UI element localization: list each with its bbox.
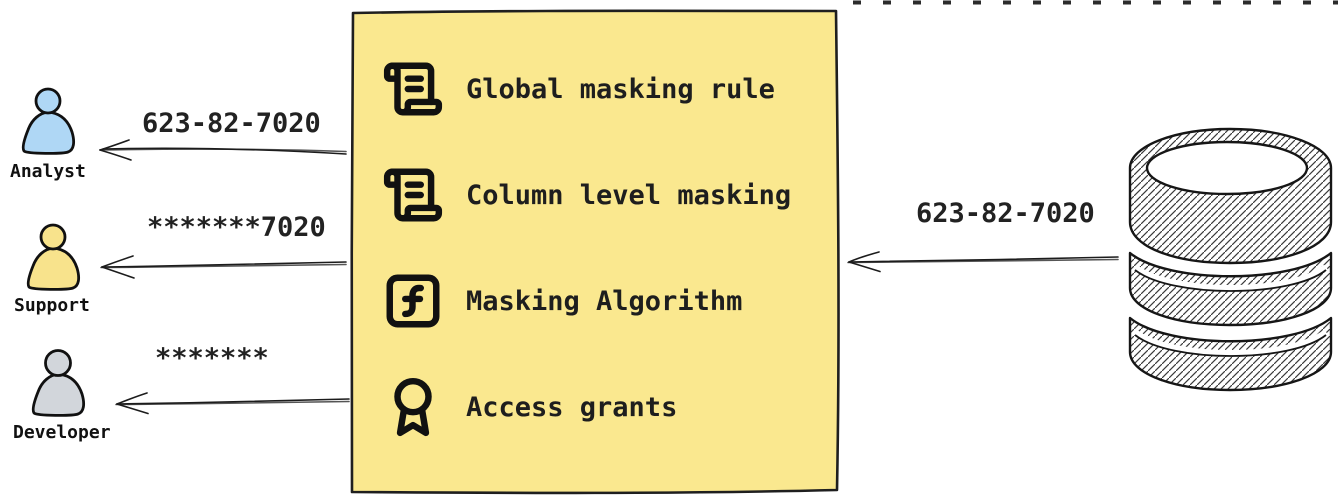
persona-label-analyst: Analyst	[10, 161, 86, 182]
arrow-label-analyst-value: 623-82-7020	[142, 108, 321, 139]
award-icon	[394, 377, 432, 437]
arrow-to-support	[100, 255, 347, 279]
arrow-to-developer	[115, 392, 350, 415]
database-icon	[1128, 127, 1333, 392]
masking-box-item-label: Global masking rule	[466, 73, 775, 105]
arrow-to-box	[847, 251, 1119, 273]
persona-label-support: Support	[14, 295, 90, 316]
scroll-text-icon	[383, 168, 443, 222]
arrow-label-support-value: *******7020	[147, 212, 326, 243]
masking-box-item-column-masking: Column level masking	[382, 164, 838, 226]
scroll-text-icon	[383, 62, 443, 116]
masking-box-item-algorithm: Masking Algorithm	[382, 270, 838, 332]
masking-box-item-label: Access grants	[466, 391, 678, 423]
arrow-label-developer-value: *******	[155, 343, 269, 374]
masking-box: Global masking rule Column level masking…	[350, 10, 838, 493]
arrow-label-database-value: 623-82-7020	[916, 198, 1095, 229]
support-person-icon	[26, 223, 81, 291]
developer-person-icon	[31, 349, 86, 417]
masking-box-item-global-rule: Global masking rule	[382, 58, 838, 120]
persona-label-developer: Developer	[13, 422, 111, 443]
analyst-person-icon	[21, 87, 76, 155]
arrow-to-analyst	[99, 139, 347, 161]
masking-box-item-label: Column level masking	[466, 179, 792, 211]
function-square-icon	[386, 274, 440, 328]
masking-box-item-label: Masking Algorithm	[466, 285, 743, 317]
masking-box-background	[350, 9, 840, 495]
masking-box-item-access-grants: Access grants	[382, 376, 838, 438]
